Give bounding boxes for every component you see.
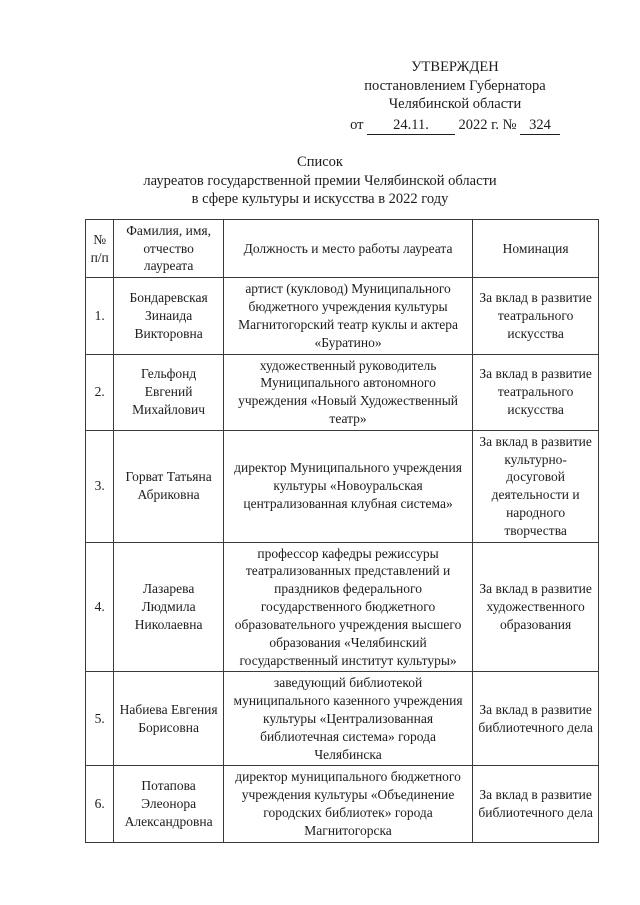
table-row: 3. Горват Татьяна Абриковна директор Мун… (84, 429, 599, 543)
table-row: 6. Потапова Элеонора Александровна дирек… (84, 765, 599, 843)
cell-num: 2. (84, 353, 115, 431)
date-value: 24.11. (367, 116, 455, 136)
cell-nomination: За вклад в развитие театрального искусст… (472, 353, 599, 431)
cell-num: 3. (84, 429, 115, 543)
title-line-3: в сфере культуры и искусства в 2022 году (191, 191, 449, 208)
cell-num: 6. (84, 765, 115, 843)
cell-position: директор Муниципального учреждения культ… (222, 429, 474, 543)
cell-name: Лазарева Людмила Николаевна (113, 541, 224, 673)
cell-position: профессор кафедры режиссуры театрализова… (222, 541, 474, 673)
cell-num: 4. (84, 541, 115, 673)
cell-name: Бондаревская Зинаида Викторовна (113, 277, 224, 355)
title-line-1: Список (297, 154, 343, 171)
date-prefix: от (350, 116, 364, 133)
cell-num: 5. (84, 671, 115, 767)
cell-name: Горват Татьяна Абриковна (113, 429, 224, 543)
approval-line-1: УТВЕРЖДЕН (411, 59, 499, 75)
table-header-row: № п/п Фамилия, имя, отчество лауреата До… (84, 218, 599, 279)
cell-position: художественный руководитель Муниципально… (222, 353, 474, 431)
cell-nomination: За вклад в развитие театрального искусст… (472, 277, 599, 355)
cell-nomination: За вклад в развитие художественного обра… (472, 541, 599, 673)
approval-date-line: от 24.11. 2022 г. № 324 (305, 116, 605, 136)
approval-block: УТВЕРЖДЕН постановлением Губернатора Чел… (305, 58, 605, 136)
title-line-2: лауреатов государственной премии Челябин… (143, 172, 497, 189)
header-name: Фамилия, имя, отчество лауреата (113, 218, 224, 279)
date-mid: 2022 г. № (458, 116, 517, 133)
cell-nomination: За вклад в развитие библиотечного дела (472, 671, 599, 767)
laureates-table: № п/п Фамилия, имя, отчество лауреата До… (84, 218, 599, 843)
cell-nomination: За вклад в развитие культурно-досуговой … (472, 429, 599, 543)
cell-position: заведующий библиотекой муниципального ка… (222, 671, 474, 767)
table-row: 2. Гельфонд Евгений Михайлович художеств… (84, 353, 599, 431)
header-position: Должность и место работы лауреата (222, 218, 474, 279)
header-num: № п/п (84, 218, 115, 279)
document-title: Список лауреатов государственной премии … (0, 153, 640, 209)
cell-name: Набиева Евгения Борисовна (113, 671, 224, 767)
approval-line-3: Челябинской области (388, 96, 522, 113)
table-row: 5. Набиева Евгения Борисовна заведующий … (84, 671, 599, 767)
cell-name: Гельфонд Евгений Михайлович (113, 353, 224, 431)
cell-name: Потапова Элеонора Александровна (113, 765, 224, 843)
approval-line-2: постановлением Губернатора (364, 77, 546, 94)
cell-nomination: За вклад в развитие библиотечного дела (472, 765, 599, 843)
table-row: 4. Лазарева Людмила Николаевна профессор… (84, 541, 599, 673)
cell-position: директор муниципального бюджетного учреж… (222, 765, 474, 843)
table-row: 1. Бондаревская Зинаида Викторовна артис… (84, 277, 599, 355)
decree-number: 324 (520, 116, 560, 136)
header-nomination: Номинация (472, 218, 599, 279)
cell-position: артист (кукловод) Муниципального бюджетн… (222, 277, 474, 355)
cell-num: 1. (84, 277, 115, 355)
